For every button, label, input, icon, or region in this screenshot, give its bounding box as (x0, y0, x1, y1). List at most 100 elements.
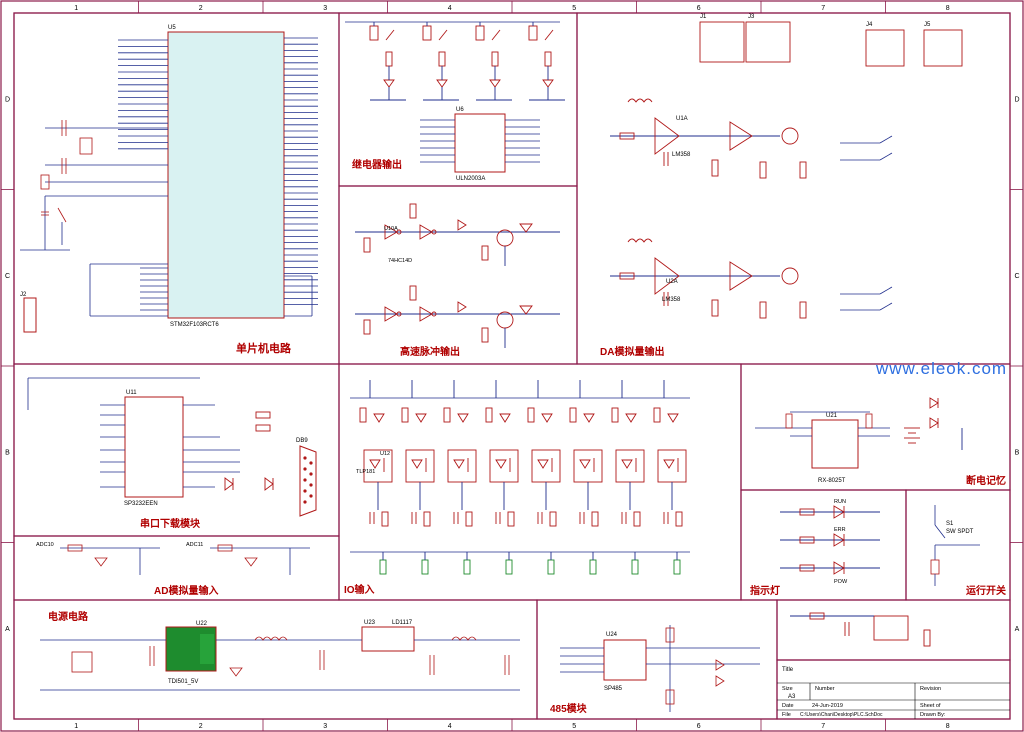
dac-channels (610, 98, 807, 319)
power-module-part: TDI501_5V (168, 679, 198, 685)
uln2003-ref: U6 (456, 107, 464, 113)
title-block-grid (777, 682, 1010, 719)
sp3232-pins (27, 377, 240, 488)
db9-pin (309, 494, 313, 498)
column-marker-bottom: 3 (323, 723, 327, 730)
dac-op2-ref: U2A (666, 279, 678, 285)
pulse-chip-ref: U10A (384, 226, 398, 232)
file-label: File (782, 712, 791, 718)
pulse-inverter-bubble (431, 311, 437, 317)
column-marker-top: 1 (74, 5, 78, 12)
power-rails (40, 636, 520, 691)
db9-pin (303, 500, 307, 504)
db9-pin (309, 483, 313, 487)
io-resistor (527, 407, 535, 423)
io-resistor (443, 407, 451, 423)
dac-resistor (759, 301, 767, 319)
title-block: Title Size A3 Number Revision Date 24-Ju… (777, 667, 1010, 719)
mcu-block: U5 STM32F103RCT6 (20, 25, 318, 355)
size-value: A3 (788, 694, 796, 700)
db9-pin (309, 472, 313, 476)
mcu-chip (167, 31, 285, 319)
row-marker-left: C (5, 273, 10, 280)
pulse-inverter (384, 224, 398, 240)
io-channels (359, 380, 687, 575)
dac-buffer (729, 121, 753, 151)
row-marker-left: D (5, 96, 10, 103)
pulse-inverter-bubble (431, 229, 437, 235)
column-marker-bottom: 8 (946, 723, 950, 730)
uln2003-chip (454, 113, 506, 173)
sp3232-chip (124, 396, 184, 498)
dac-buffer (729, 261, 753, 291)
mcu-power-rail (89, 263, 313, 317)
dac-resistor (799, 301, 807, 319)
adc-ch2-label: ADC11 (186, 542, 203, 548)
led-err-label: ERR (834, 527, 846, 533)
pulse-resistor (481, 327, 489, 343)
io-block: U12 TLP181 IO输入 (344, 380, 690, 596)
io-caption: IO输入 (344, 583, 375, 596)
rx8025-part: RX-8025T (818, 478, 846, 484)
adc-caption: AD模拟量输入 (154, 584, 218, 597)
block-frames (13, 12, 1011, 720)
column-marker-bottom: 4 (448, 723, 452, 730)
pulse-inverter-bubble (396, 311, 402, 317)
pulse-channels (355, 203, 560, 348)
rtc-caption: 断电记忆 (966, 474, 1006, 487)
column-marker-bottom: 5 (572, 723, 576, 730)
dac-op1-part: LM358 (672, 152, 691, 158)
pulse-block: U10A 74HC14D 高速脉冲输出 (355, 203, 560, 358)
run-switch-block: S1 SW SPDT 运行开关 (930, 505, 1006, 597)
row-marker-left: A (5, 626, 10, 633)
column-marker-top: 8 (946, 5, 950, 12)
j2-label: J2 (20, 292, 27, 298)
mcu-chip-ref: U5 (168, 25, 176, 31)
io-led (373, 413, 385, 423)
pulse-diode (457, 219, 467, 231)
uart-caption: 串口下载模块 (140, 517, 201, 530)
pulse-resistor (481, 245, 489, 261)
pulse-inverter-bubble (396, 229, 402, 235)
rx8025-pins (755, 411, 890, 437)
row-marker-right: C (1014, 273, 1019, 280)
io-opto-led (621, 459, 633, 469)
mcu-pins-left (118, 39, 168, 311)
mcu-chip-part: STM32F103RCT6 (170, 322, 219, 328)
io-resistor (569, 407, 577, 423)
io-pulldown (591, 511, 599, 527)
dac-input-resistor (619, 272, 635, 280)
io-resistor (401, 407, 409, 423)
run-switch-part: SW SPDT (946, 529, 974, 535)
io-chip-part: TLP181 (356, 469, 375, 475)
dac-transistor (781, 127, 799, 145)
dac-input-resistor (619, 132, 635, 140)
adc-ch1-label: ADC10 (36, 542, 54, 548)
dac-header-connectors (699, 21, 963, 67)
rtc-block: U21 RX-8025T 断电记忆 (755, 397, 1006, 487)
dac-resistor (759, 161, 767, 179)
row-marker-right: B (1015, 449, 1020, 456)
pulse-pullup (409, 203, 417, 219)
pulse-tvs (519, 223, 533, 233)
pulse-inverter (384, 306, 398, 322)
pulse-tvs (519, 305, 533, 315)
led-block: RUN ERR POW 指示灯 (750, 499, 880, 597)
run-switch-circuit (930, 505, 980, 586)
column-marker-top: 3 (323, 5, 327, 12)
pulse-input-resistor (363, 319, 371, 335)
drawn-label: Drawn By: (920, 712, 946, 718)
sp3232-ref: U11 (126, 390, 137, 396)
io-opto-led (579, 459, 591, 469)
dac-resistor (799, 161, 807, 179)
row-marker-right: A (1015, 626, 1020, 633)
sp485-chip (603, 639, 647, 681)
connector-j5-label: J5 (924, 22, 931, 28)
sp485-ref: U24 (606, 632, 618, 638)
dac-inductor (627, 98, 653, 103)
io-led (415, 413, 427, 423)
dac-resistor (711, 299, 719, 317)
connector-j1-label: J1 (700, 14, 707, 20)
